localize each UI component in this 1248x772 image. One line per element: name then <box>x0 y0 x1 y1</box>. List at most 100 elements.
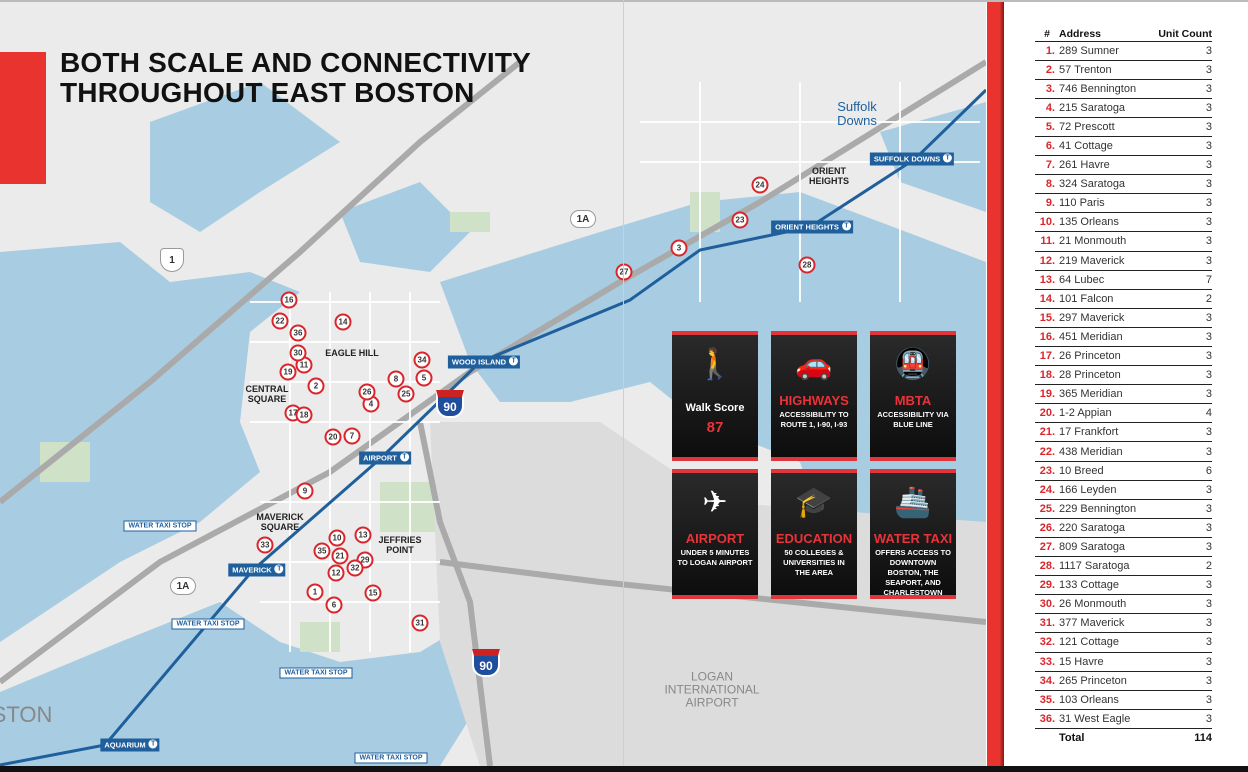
property-marker[interactable]: 32 <box>346 559 364 577</box>
property-marker[interactable]: 35 <box>313 542 331 560</box>
row-number: 17. <box>1035 346 1059 367</box>
card-description: UNDER 5 MINUTES TO LOGAN AIRPORT <box>677 548 753 567</box>
property-marker[interactable]: 3 <box>670 239 688 257</box>
station-aquarium[interactable]: AQUARIUM <box>100 738 160 752</box>
row-address: 324 Saratoga <box>1059 174 1150 195</box>
property-marker[interactable]: 1 <box>306 583 324 601</box>
title-line-2: THROUGHOUT EAST BOSTON <box>60 77 475 108</box>
highway-shield: 90 <box>436 390 464 418</box>
row-unit-count: 3 <box>1149 155 1212 176</box>
row-address: 121 Cottage <box>1059 632 1150 653</box>
row-number: 9. <box>1035 193 1059 214</box>
row-number: 14. <box>1035 289 1059 309</box>
property-marker[interactable]: 18 <box>295 406 313 424</box>
total-value: 114 <box>1194 732 1212 745</box>
row-address: 103 Orleans <box>1059 690 1150 710</box>
property-marker[interactable]: 24 <box>751 176 769 194</box>
row-unit-count: 3 <box>1149 537 1212 558</box>
property-marker[interactable]: 36 <box>289 324 307 342</box>
neighborhood-label: ORIENT HEIGHTS <box>808 166 849 186</box>
water-taxi-stop[interactable]: WATER TAXI STOP <box>123 520 197 532</box>
property-marker[interactable]: 27 <box>615 263 633 281</box>
row-number: 1. <box>1035 41 1059 61</box>
row-address: 26 Princeton <box>1059 346 1150 367</box>
row-number: 26. <box>1035 518 1059 538</box>
row-address: 297 Maverick <box>1059 308 1150 328</box>
property-marker[interactable]: 15 <box>364 584 382 602</box>
property-marker[interactable]: 7 <box>343 427 361 445</box>
station-maverick[interactable]: MAVERICK <box>228 563 286 577</box>
property-marker[interactable]: 14 <box>334 313 352 331</box>
property-marker[interactable]: 5 <box>415 369 433 387</box>
row-number: 32. <box>1035 632 1059 653</box>
property-marker[interactable]: 10 <box>328 529 346 547</box>
row-number: 28. <box>1035 556 1059 577</box>
row-address: 17 Frankfort <box>1059 422 1150 443</box>
station-wood-island[interactable]: WOOD ISLAND <box>447 355 521 369</box>
station-orient-heights[interactable]: ORIENT HEIGHTS <box>771 220 853 234</box>
station-suffolk-downs[interactable]: SUFFOLK DOWNS <box>869 152 955 166</box>
property-marker[interactable]: 23 <box>731 211 749 229</box>
row-address: 229 Bennington <box>1059 499 1150 519</box>
property-marker[interactable]: 30 <box>289 344 307 362</box>
row-unit-count: 3 <box>1149 384 1212 405</box>
property-marker[interactable]: 9 <box>296 482 314 500</box>
property-marker[interactable]: 16 <box>280 291 298 309</box>
row-number: 2. <box>1035 60 1059 80</box>
row-unit-count: 3 <box>1149 60 1212 80</box>
top-rule <box>0 0 1248 2</box>
row-unit-count: 2 <box>1149 556 1212 577</box>
highway-shield: 1A <box>170 577 196 595</box>
row-unit-count: 3 <box>1149 518 1212 538</box>
row-address: 135 Orleans <box>1059 212 1150 233</box>
property-marker[interactable]: 21 <box>331 547 349 565</box>
card-heading: AIRPORT <box>685 531 745 546</box>
property-marker[interactable]: 19 <box>279 363 297 381</box>
water-taxi-stop[interactable]: WATER TAXI STOP <box>279 667 353 679</box>
row-unit-count: 3 <box>1149 575 1212 596</box>
row-number: 31. <box>1035 613 1059 634</box>
property-marker[interactable]: 31 <box>411 614 429 632</box>
property-marker[interactable]: 12 <box>327 564 345 582</box>
blue-line-route <box>0 88 986 766</box>
row-number: 3. <box>1035 79 1059 99</box>
water-taxi-stop[interactable]: WATER TAXI STOP <box>354 752 428 764</box>
row-address: 265 Princeton <box>1059 671 1150 691</box>
row-unit-count: 3 <box>1149 709 1212 729</box>
water-taxi-stop[interactable]: WATER TAXI STOP <box>171 618 245 630</box>
property-marker[interactable]: 2 <box>307 377 325 395</box>
row-number: 19. <box>1035 384 1059 405</box>
property-marker[interactable]: 26 <box>358 383 376 401</box>
property-marker[interactable]: 20 <box>324 428 342 446</box>
row-number: 16. <box>1035 327 1059 348</box>
row-address: 166 Leyden <box>1059 480 1150 500</box>
station-airport[interactable]: AIRPORT <box>359 451 411 465</box>
card-description: OFFERS ACCESS TO DOWNTOWN BOSTON, THE SE… <box>875 548 951 597</box>
property-marker[interactable]: 8 <box>387 370 405 388</box>
row-address: 451 Meridian <box>1059 327 1150 348</box>
property-marker[interactable]: 33 <box>256 536 274 554</box>
property-marker[interactable]: 34 <box>413 351 431 369</box>
row-number: 23. <box>1035 461 1059 481</box>
row-unit-count: 4 <box>1149 403 1212 424</box>
row-address: 746 Bennington <box>1059 79 1150 99</box>
property-marker[interactable]: 28 <box>798 256 816 274</box>
property-marker[interactable]: 22 <box>271 312 289 330</box>
row-number: 12. <box>1035 251 1059 271</box>
property-marker[interactable]: 13 <box>354 526 372 544</box>
property-marker[interactable]: 25 <box>397 385 415 403</box>
property-marker[interactable]: 6 <box>325 596 343 614</box>
row-unit-count: 3 <box>1149 594 1212 615</box>
